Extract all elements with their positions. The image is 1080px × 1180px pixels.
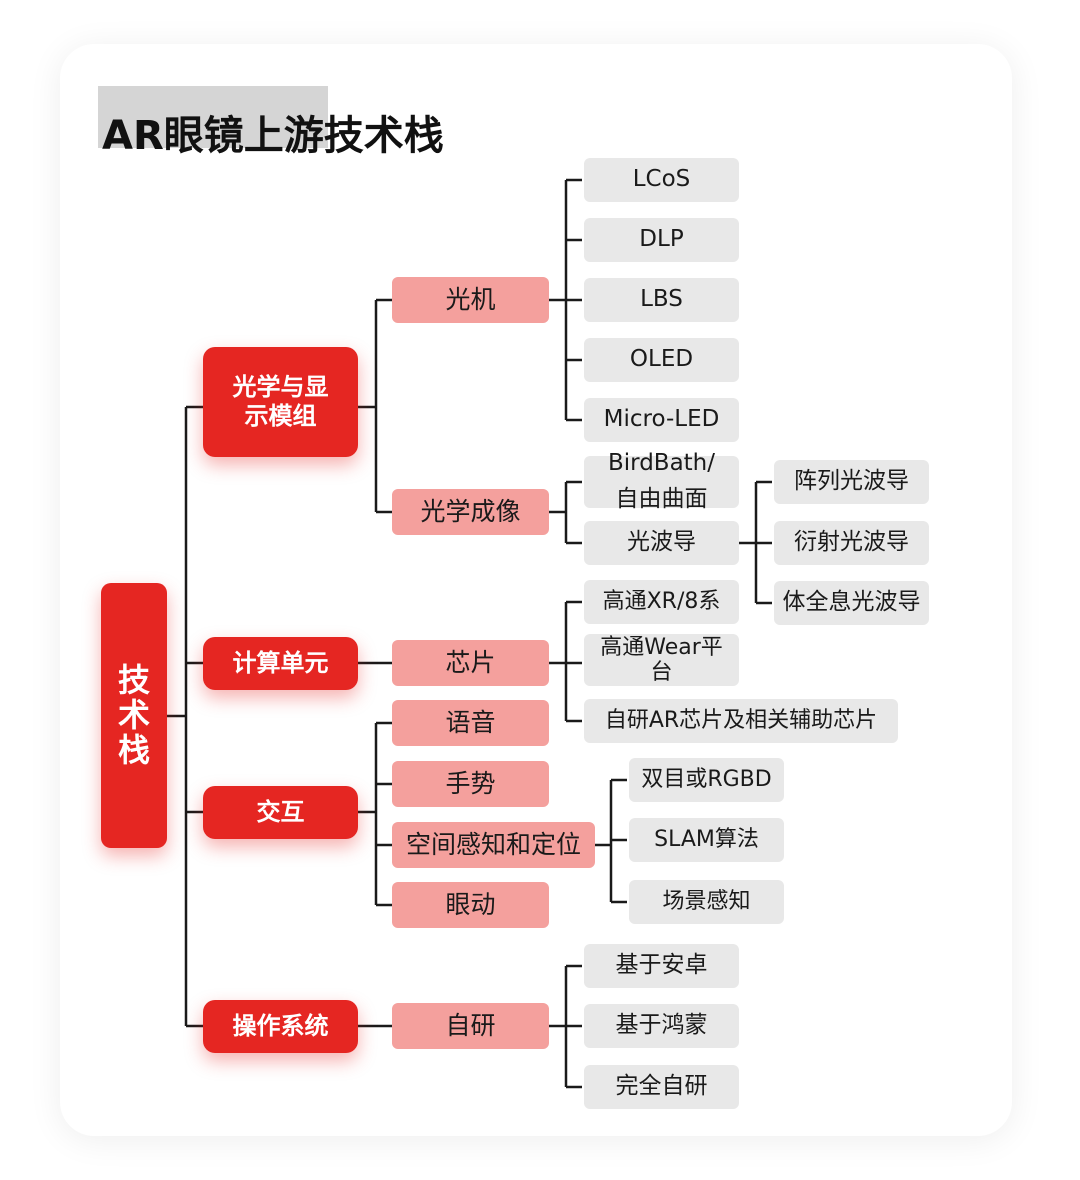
node-light-engine: 光机 [392,277,549,323]
compute-label: 计算单元 [232,649,329,678]
node-oled: OLED [584,338,739,382]
node-optical-imaging: 光学成像 [392,489,549,535]
slam-label: SLAM算法 [654,826,759,852]
node-lcos: LCoS [584,158,739,202]
connector-self-dev [549,964,582,1089]
node-eye-tracking: 眼动 [392,882,549,928]
node-birdbath: BirdBath/自由曲面 [584,450,739,512]
page-title: AR眼镜上游技术栈 [102,113,444,159]
node-slam: SLAM算法 [629,818,784,862]
node-diffractive-waveguide: 衍射光波导 [774,521,929,565]
node-scene-perception: 场景感知 [629,880,784,924]
harmony-label: 基于鸿蒙 [615,1012,708,1039]
optical-imaging-label: 光学成像 [420,497,521,526]
fully-self-label: 完全自研 [615,1073,708,1100]
interaction-label: 交互 [256,798,305,827]
node-binocular-rgbd: 双目或RGBD [629,758,784,802]
root-node: 技术栈 [101,583,167,848]
holographic-waveguide-label: 体全息光波导 [782,589,921,616]
node-optics-display: 光学与显示模组 [203,347,358,457]
self-ar-chip-label: 自研AR芯片及相关辅助芯片 [604,707,878,733]
node-qualcomm-wear: 高通Wear平台 [584,634,739,686]
node-holographic-waveguide: 体全息光波导 [774,581,929,625]
node-compute: 计算单元 [203,637,358,690]
connector-chip [549,600,582,723]
node-gesture: 手势 [392,761,549,807]
connector-optical-imaging [549,480,582,545]
node-waveguide: 光波导 [584,521,739,565]
connector-optics [358,298,392,514]
diffractive-waveguide-label: 衍射光波导 [794,529,909,556]
voice-label: 语音 [445,708,496,737]
chip-label: 芯片 [445,648,496,677]
dlp-label: DLP [639,226,684,253]
self-dev-label: 自研 [445,1011,496,1040]
birdbath-label: BirdBath/自由曲面 [607,450,716,512]
array-waveguide-label: 阵列光波导 [794,468,909,495]
spatial-label: 空间感知和定位 [405,830,581,859]
scene-perception-label: 场景感知 [662,888,751,914]
connector-root [167,405,203,1028]
node-chip: 芯片 [392,640,549,686]
optics-display-label: 光学与显示模组 [232,373,329,430]
node-qualcomm-xr: 高通XR/8系 [584,580,739,624]
node-lbs: LBS [584,278,739,322]
node-harmony: 基于鸿蒙 [584,1004,739,1048]
connector-spatial [595,778,627,904]
lbs-label: LBS [640,286,683,313]
node-os: 操作系统 [203,1000,358,1053]
micro-led-label: Micro-LED [603,406,720,433]
waveguide-label: 光波导 [627,529,696,556]
node-spatial: 空间感知和定位 [392,822,595,868]
title-highlight [98,86,328,148]
node-self-ar-chip: 自研AR芯片及相关辅助芯片 [584,699,898,743]
gesture-label: 手势 [445,769,496,798]
node-micro-led: Micro-LED [584,398,739,442]
node-interaction: 交互 [203,786,358,839]
os-label: 操作系统 [232,1012,329,1041]
root-label: 技术栈 [118,660,151,770]
eye-tracking-label: 眼动 [445,890,496,919]
node-dlp: DLP [584,218,739,262]
android-label: 基于安卓 [615,952,708,979]
lcos-label: LCoS [632,166,691,193]
node-array-waveguide: 阵列光波导 [774,460,929,504]
binocular-rgbd-label: 双目或RGBD [641,766,772,792]
qualcomm-wear-label: 高通Wear平台 [600,634,723,685]
connector-interaction [358,721,392,907]
qualcomm-xr-label: 高通XR/8系 [602,588,721,614]
node-fully-self: 完全自研 [584,1065,739,1109]
connector-light-engine [549,178,582,422]
oled-label: OLED [629,346,694,373]
node-voice: 语音 [392,700,549,746]
node-self-dev: 自研 [392,1003,549,1049]
node-android: 基于安卓 [584,944,739,988]
light-engine-label: 光机 [445,285,496,314]
connector-waveguide [739,480,772,605]
